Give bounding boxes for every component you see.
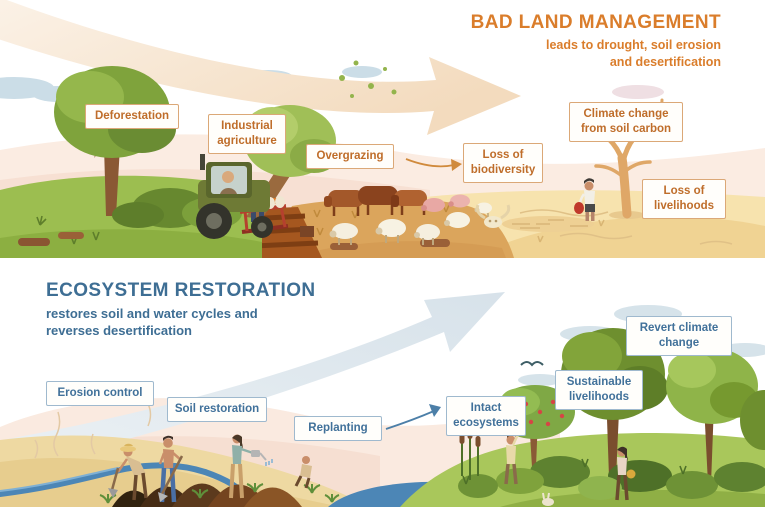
farmer-with-bucket	[574, 178, 595, 221]
leaf-debris	[339, 60, 397, 98]
felled-logs	[18, 226, 450, 250]
sheep	[414, 224, 440, 245]
label-deforestation: Deforestation	[85, 104, 179, 129]
flow-arrow-degradation	[0, 0, 521, 135]
rabbit	[542, 492, 554, 506]
restoration-subtitle-line1: restores soil and water cycles and	[46, 306, 258, 321]
bad-land-title-block: BAD LAND MANAGEMENT leads to drought, so…	[471, 12, 721, 70]
worker-digging-shirtless	[158, 435, 184, 503]
label-overgrazing: Overgrazing	[306, 144, 394, 169]
sheep-pink	[448, 194, 470, 208]
bad-land-title: BAD LAND MANAGEMENT	[470, 12, 721, 33]
label-replanting: Replanting	[294, 416, 382, 441]
bad-land-scene-illustration	[0, 0, 765, 258]
label-revert-climate-change: Revert climate change	[626, 316, 732, 356]
restoration-subtitle-line2: reverses desertification	[46, 323, 192, 339]
seedlings	[99, 483, 340, 504]
label-industrial-agriculture: Industrial agriculture	[208, 114, 286, 154]
sheep-pink	[421, 198, 445, 212]
compost-piles	[112, 483, 302, 507]
woman-watering	[229, 434, 273, 499]
flow-arrow-restoration	[0, 292, 505, 472]
label-soil-restoration: Soil restoration	[167, 397, 267, 422]
cattle-herd	[324, 186, 427, 216]
worker-digging-hat	[108, 443, 148, 501]
label-loss-of-livelihoods: Loss of livelihoods	[642, 179, 726, 219]
restoration-title-block: ECOSYSTEM RESTORATION restores soil and …	[46, 280, 316, 339]
bad-land-subtitle-line1: leads to drought, soil erosion	[545, 38, 721, 52]
tractor	[196, 154, 289, 239]
sheep-flock	[329, 194, 492, 245]
sheep	[444, 212, 470, 228]
label-erosion-control: Erosion control	[46, 381, 154, 406]
animal-skull	[475, 204, 511, 228]
replanting-to-ecosystems-arrow	[385, 404, 441, 430]
label-intact-ecosystems: Intact ecosystems	[446, 396, 526, 436]
bad-land-subtitle-line2: and desertification	[609, 54, 721, 69]
sheep	[329, 223, 358, 245]
sheep	[375, 219, 406, 243]
label-loss-of-biodiversity: Loss of biodiversity	[463, 143, 543, 183]
worker-planting	[294, 456, 312, 489]
restoration-title: ECOSYSTEM RESTORATION	[46, 280, 316, 301]
overgrazing-to-biodiversity-arrow	[405, 158, 462, 171]
restoration-scene-illustration	[0, 292, 765, 507]
harvest-worker	[615, 446, 636, 501]
label-climate-change-from-soil-carbon: Climate change from soil carbon	[569, 102, 683, 142]
label-sustainable-livelihoods: Sustainable livelihoods	[555, 370, 643, 410]
